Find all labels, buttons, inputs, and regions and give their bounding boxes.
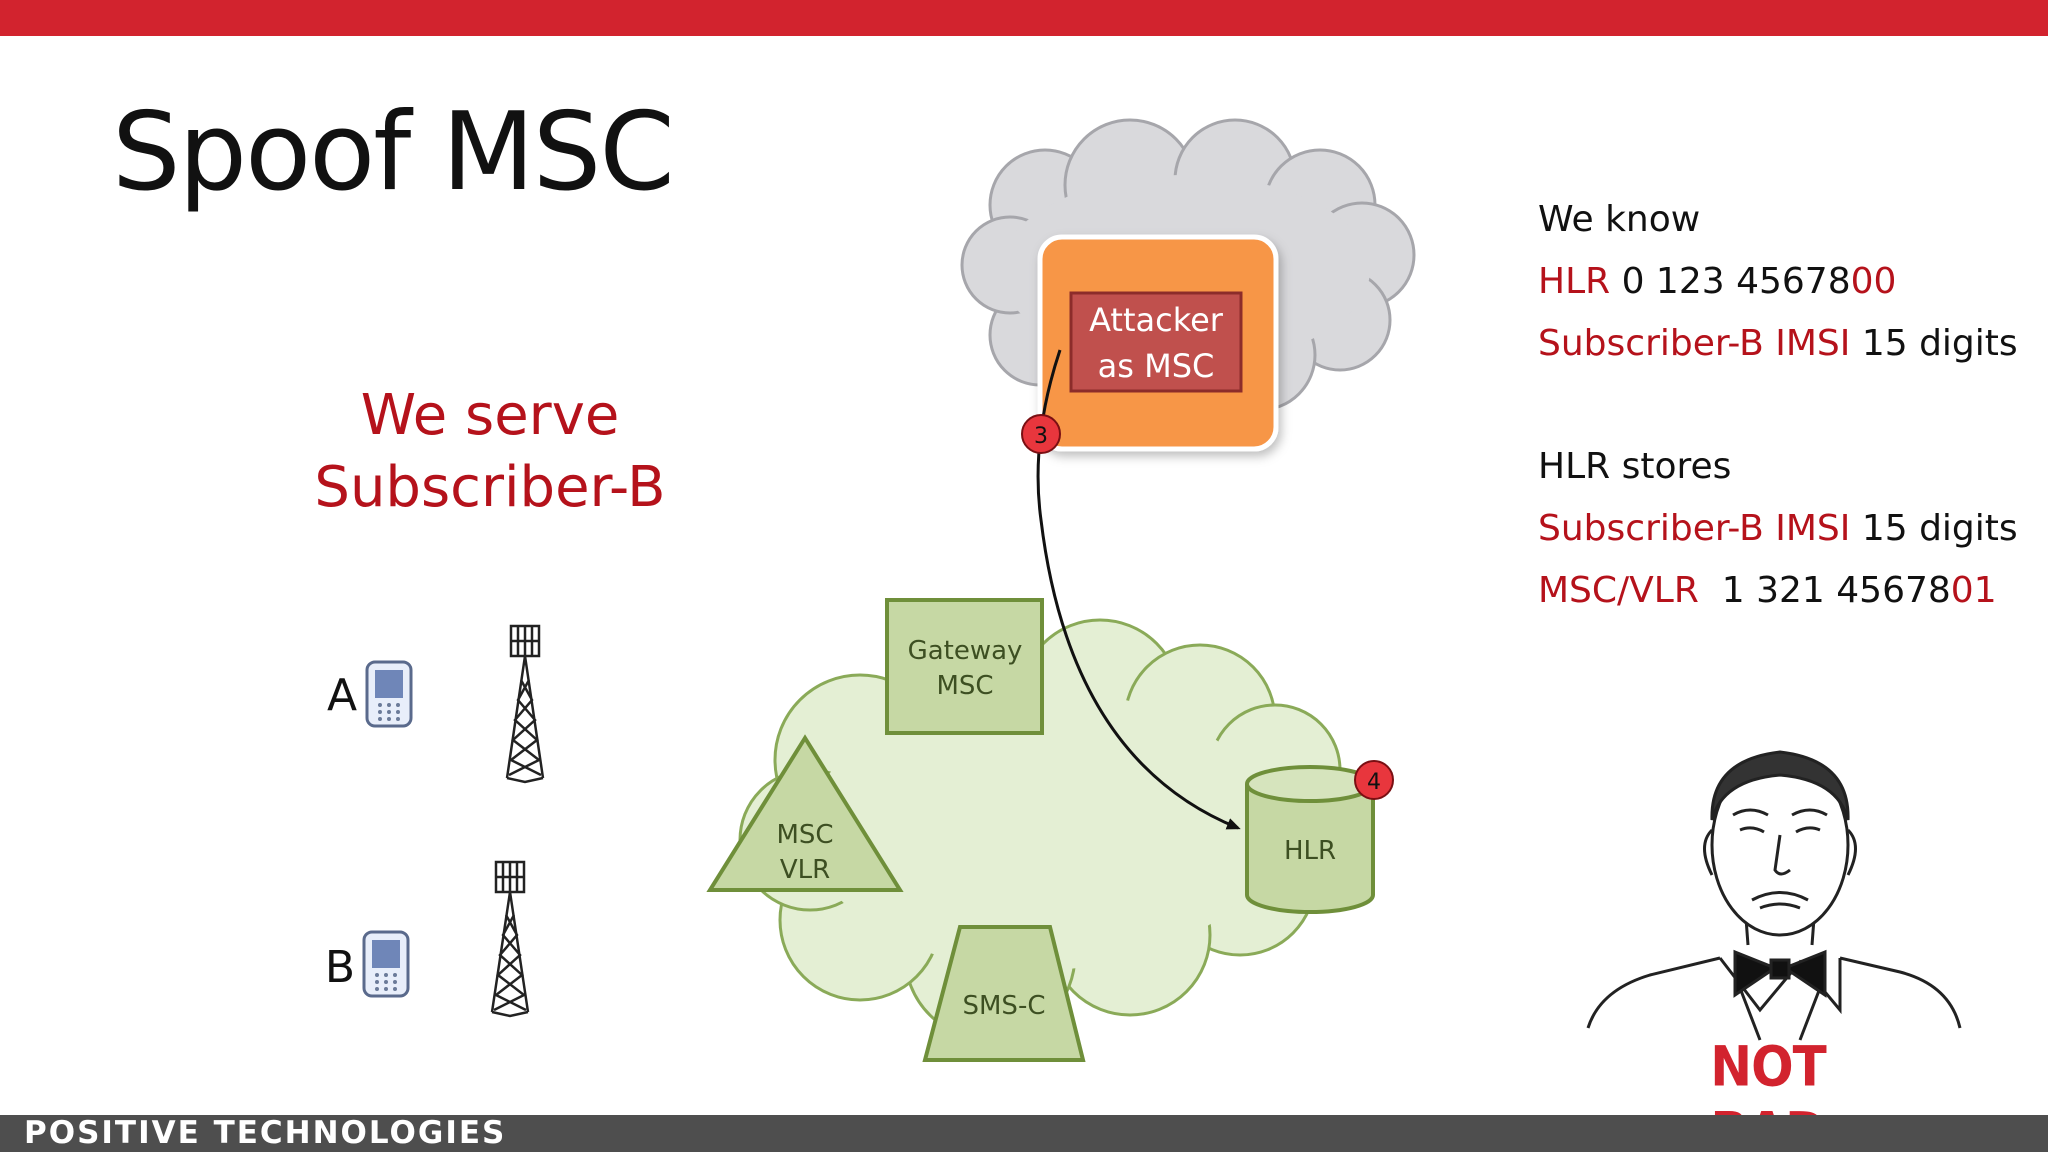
step-4-label: 4 <box>1367 770 1381 795</box>
hlr-number-tail: 00 <box>1850 261 1897 302</box>
attacker-label-2: as MSC <box>1098 347 1215 385</box>
step-3-label: 3 <box>1034 424 1048 449</box>
we-know-heading: We know <box>1538 199 1701 240</box>
imsi-label-2: Subscriber-B IMSI <box>1538 508 1851 549</box>
serve-line-1: We serve <box>360 383 620 448</box>
msc-vlr-label-1: MSC <box>776 820 833 850</box>
imsi-value: 15 digits <box>1850 323 2018 364</box>
msc-vlr-label: MSC/VLR <box>1538 570 1699 611</box>
gateway-label-2: MSC <box>936 671 993 701</box>
subscriber-b-label: B <box>325 942 355 993</box>
hlr-number-main: 0 123 45678 <box>1610 261 1851 302</box>
msc-vlr-node <box>706 734 904 892</box>
serve-subscriber-heading: We serve Subscriber-B <box>300 380 680 524</box>
imsi-label: Subscriber-B IMSI <box>1538 323 1851 364</box>
subscriber-a-label: A <box>327 670 357 721</box>
msc-vlr-line: MSC/VLR 1 321 4567801 <box>1538 569 1997 613</box>
slide-title: Spoof MSC <box>112 90 675 215</box>
hlr-stores-heading: HLR stores <box>1538 446 1732 487</box>
msc-number-tail: 01 <box>1950 570 1997 611</box>
gateway-msc-node <box>885 598 1044 735</box>
attacker-msc-box <box>1069 291 1243 393</box>
gateway-label-1: Gateway <box>908 636 1023 666</box>
not-bad-meme-icon <box>1586 750 1962 1041</box>
footer-company-logo: POSITIVE TECHNOLOGIES <box>24 1115 507 1151</box>
phone-b-icon <box>362 930 410 998</box>
msc-vlr-label-2: VLR <box>780 855 830 885</box>
attacker-label-1: Attacker <box>1089 301 1224 339</box>
smsc-label: SMS-C <box>963 991 1046 1021</box>
imsi-line: Subscriber-B IMSI 15 digits <box>1538 322 2018 366</box>
serve-line-2: Subscriber-B <box>314 455 666 520</box>
imsi-line-2: Subscriber-B IMSI 15 digits <box>1538 507 2018 551</box>
cell-tower-b-icon <box>490 860 530 1018</box>
msc-number-main: 1 321 45678 <box>1698 570 1951 611</box>
step-4-marker: 4 <box>1354 760 1394 800</box>
cell-tower-a-icon <box>505 624 545 784</box>
top-brand-bar <box>0 0 2048 36</box>
hlr-label: HLR <box>1284 836 1336 866</box>
smsc-node <box>922 925 1086 1062</box>
footer-bar: POSITIVE TECHNOLOGIES <box>0 1115 2048 1152</box>
hlr-number-line: HLR 0 123 4567800 <box>1538 260 1896 304</box>
phone-a-icon <box>365 660 413 728</box>
imsi-value-2: 15 digits <box>1850 508 2018 549</box>
hlr-label: HLR <box>1538 261 1611 302</box>
hlr-node <box>1245 765 1375 914</box>
step-3-marker: 3 <box>1021 414 1061 454</box>
